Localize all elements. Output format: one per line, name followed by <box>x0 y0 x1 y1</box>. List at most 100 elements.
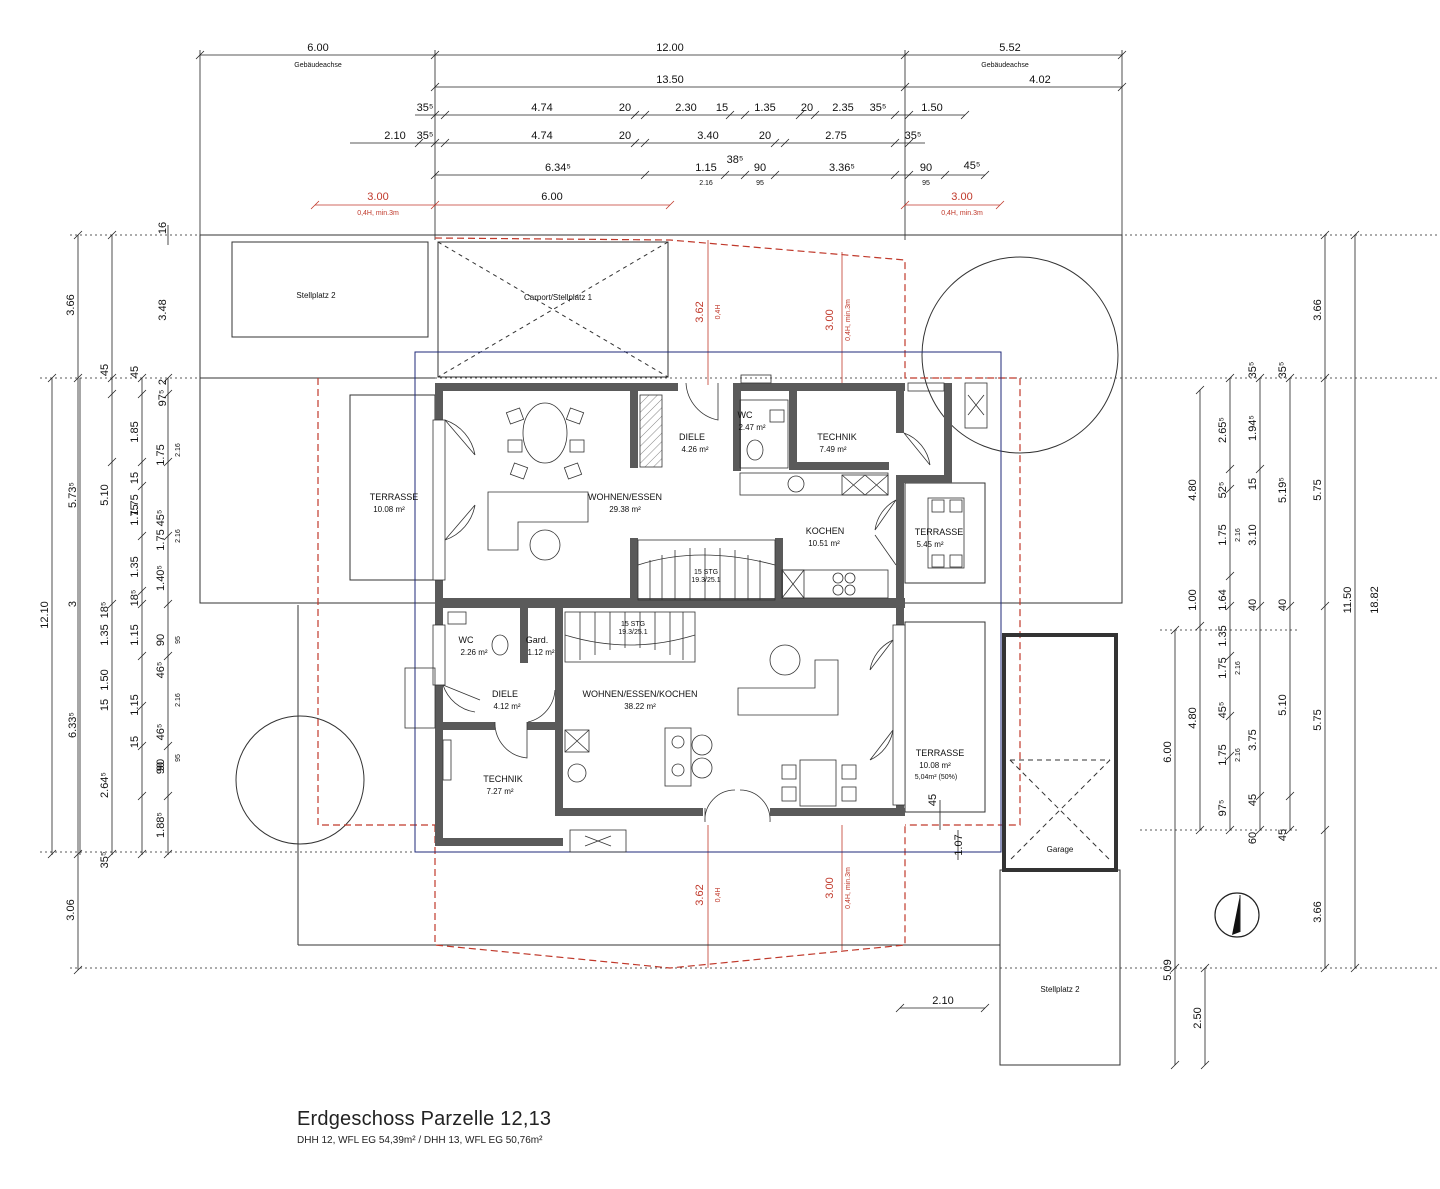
svg-text:1.64: 1.64 <box>1217 589 1229 610</box>
svg-text:1.12 m²: 1.12 m² <box>527 648 554 657</box>
svg-text:35⁵: 35⁵ <box>870 102 887 114</box>
svg-text:95: 95 <box>756 180 764 187</box>
svg-text:12.00: 12.00 <box>656 42 684 54</box>
room-gard: Gard. <box>526 635 549 645</box>
svg-text:6.00: 6.00 <box>1162 741 1174 762</box>
svg-text:1.75: 1.75 <box>1217 744 1229 765</box>
svg-text:90: 90 <box>155 762 167 774</box>
room-terrasse-left: TERRASSE <box>370 492 419 502</box>
svg-text:2.65⁵: 2.65⁵ <box>1217 417 1229 443</box>
svg-text:4.02: 4.02 <box>1029 74 1050 86</box>
svg-text:45⁵: 45⁵ <box>155 510 167 527</box>
svg-text:40: 40 <box>1277 599 1289 611</box>
svg-text:3.62: 3.62 <box>694 301 706 322</box>
svg-text:3.40: 3.40 <box>697 130 718 142</box>
svg-text:18⁵: 18⁵ <box>99 602 111 619</box>
doors-windows <box>404 382 931 823</box>
plan-subtitle: DHH 12, WFL EG 54,39m² / DHH 13, WFL EG … <box>297 1135 543 1146</box>
svg-text:1.15: 1.15 <box>129 624 141 645</box>
svg-text:45: 45 <box>99 364 111 376</box>
svg-text:1.35: 1.35 <box>129 556 141 577</box>
plan-title: Erdgeschoss Parzelle 12,13 <box>297 1108 552 1130</box>
svg-text:0,4H, min.3m: 0,4H, min.3m <box>845 867 852 909</box>
svg-text:40: 40 <box>1247 599 1259 611</box>
room-technik-top: TECHNIK <box>817 432 857 442</box>
svg-text:5.10: 5.10 <box>1277 694 1289 715</box>
svg-text:2.16: 2.16 <box>175 693 182 707</box>
svg-text:1.75: 1.75 <box>129 504 141 525</box>
svg-text:2.50: 2.50 <box>1192 1007 1204 1028</box>
svg-text:35⁵: 35⁵ <box>417 102 434 114</box>
svg-text:0,4H: 0,4H <box>715 888 722 903</box>
svg-text:10.08 m²: 10.08 m² <box>919 761 951 770</box>
svg-text:5.75: 5.75 <box>1312 479 1324 500</box>
svg-text:2.26 m²: 2.26 m² <box>460 648 487 657</box>
right-dimension-labels: 4.80 1.00 4.80 6.00 5.09 2.50 2.65⁵ 52⁵ … <box>1162 299 1381 1028</box>
room-terrasse-right: TERRASSE <box>915 527 964 537</box>
left-dimension-labels: 3.66 12.10 3.06 3.48 5.73⁵ 3 6.33⁵ 35⁵ 4… <box>39 222 182 921</box>
svg-text:35⁵: 35⁵ <box>417 130 434 142</box>
svg-text:5.09: 5.09 <box>1162 959 1174 980</box>
svg-text:3.75: 3.75 <box>1247 729 1259 750</box>
svg-text:3.66: 3.66 <box>65 294 77 315</box>
svg-text:46⁵: 46⁵ <box>155 724 167 741</box>
svg-text:1.50: 1.50 <box>99 669 111 690</box>
svg-text:5.75: 5.75 <box>1312 709 1324 730</box>
svg-text:3.36⁵: 3.36⁵ <box>829 162 855 174</box>
svg-text:3.66: 3.66 <box>1312 901 1324 922</box>
svg-text:Gebäudeachse: Gebäudeachse <box>981 62 1029 69</box>
svg-text:4.74: 4.74 <box>531 130 552 142</box>
misc-dimension-labels: 45 1.07 2.10 <box>927 794 965 1007</box>
svg-text:1.50: 1.50 <box>921 102 942 114</box>
svg-text:45: 45 <box>1277 829 1289 841</box>
svg-text:2.16: 2.16 <box>1235 661 1242 675</box>
label-carport: Carport/Stellplatz 1 <box>524 293 593 302</box>
svg-text:3.00: 3.00 <box>824 309 836 330</box>
svg-text:1.40⁵: 1.40⁵ <box>155 565 167 591</box>
red-setback-outline <box>317 237 1021 969</box>
svg-text:3.06: 3.06 <box>65 899 77 920</box>
svg-text:3.10: 3.10 <box>1247 524 1259 545</box>
svg-text:2.35: 2.35 <box>832 102 853 114</box>
svg-text:5.10: 5.10 <box>99 484 111 505</box>
svg-text:3.00: 3.00 <box>951 191 972 203</box>
svg-text:52⁵: 52⁵ <box>1217 482 1229 499</box>
plan-caption: Erdgeschoss Parzelle 12,13 DHH 12, WFL E… <box>297 1108 551 1146</box>
svg-text:20: 20 <box>759 130 771 142</box>
svg-text:12.10: 12.10 <box>39 601 51 629</box>
top-dimension-labels: 6.00 12.00 5.52 Gebäudeachse Gebäudeachs… <box>294 42 1050 217</box>
svg-text:3.66: 3.66 <box>1312 299 1324 320</box>
svg-text:15 STG: 15 STG <box>694 569 718 576</box>
svg-text:20: 20 <box>619 102 631 114</box>
svg-text:1.35: 1.35 <box>99 624 111 645</box>
svg-text:1.88⁵: 1.88⁵ <box>155 812 167 838</box>
garage-outline <box>1002 633 1118 872</box>
svg-text:10.51 m²: 10.51 m² <box>808 539 840 548</box>
svg-text:15: 15 <box>99 699 111 711</box>
svg-text:0,4H, min.3m: 0,4H, min.3m <box>357 210 399 217</box>
svg-text:6.34⁵: 6.34⁵ <box>545 162 571 174</box>
furniture <box>447 374 988 853</box>
svg-text:2.30: 2.30 <box>675 102 696 114</box>
svg-text:2.16: 2.16 <box>175 443 182 457</box>
svg-text:1.75: 1.75 <box>1217 524 1229 545</box>
svg-text:15: 15 <box>129 736 141 748</box>
svg-text:19.3/25.1: 19.3/25.1 <box>618 629 647 636</box>
svg-text:2.16: 2.16 <box>1235 748 1242 762</box>
property-line <box>414 351 1002 853</box>
svg-text:2.10: 2.10 <box>932 995 953 1007</box>
svg-text:3: 3 <box>67 601 79 607</box>
svg-text:2.10: 2.10 <box>384 130 405 142</box>
svg-text:2.64⁵: 2.64⁵ <box>99 772 111 798</box>
svg-text:38.22 m²: 38.22 m² <box>624 702 656 711</box>
svg-text:2.16: 2.16 <box>1235 528 1242 542</box>
svg-text:35⁵: 35⁵ <box>99 852 111 869</box>
svg-text:6.33⁵: 6.33⁵ <box>67 712 79 738</box>
svg-text:10.08 m²: 10.08 m² <box>373 505 405 514</box>
svg-text:0,4H, min.3m: 0,4H, min.3m <box>845 299 852 341</box>
svg-text:35⁵: 35⁵ <box>1277 362 1289 379</box>
room-labels: WOHNEN/ESSEN 29.38 m² DIELE 4.26 m² WC 2… <box>296 291 1080 994</box>
label-stellplatz-top: Stellplatz 2 <box>296 291 336 300</box>
svg-text:90: 90 <box>920 162 932 174</box>
svg-text:2.16: 2.16 <box>699 180 713 187</box>
